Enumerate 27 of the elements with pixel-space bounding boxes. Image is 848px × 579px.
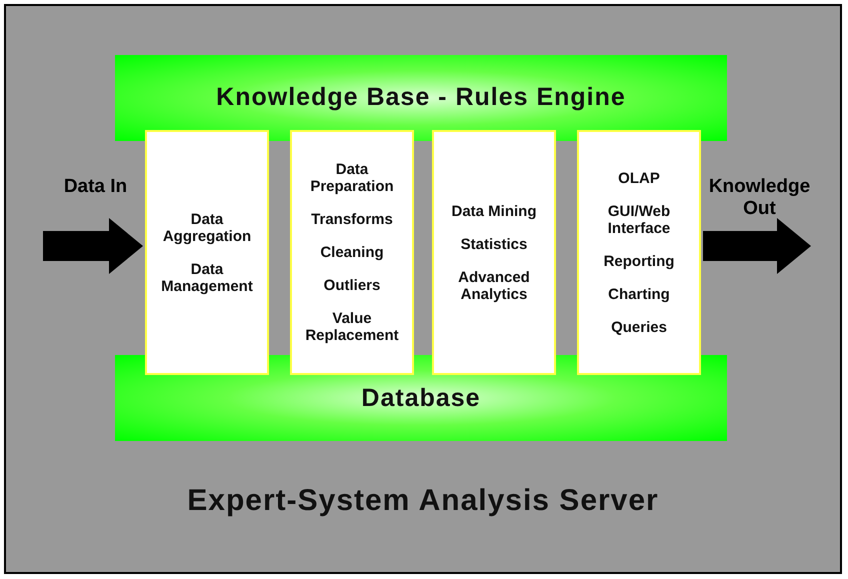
column-text: Data Aggregation [162, 210, 252, 244]
column-box [577, 130, 701, 375]
band-title: Database [361, 384, 481, 413]
column-text: Outliers [324, 277, 380, 294]
column-text: Reporting [604, 252, 674, 270]
column-box [290, 130, 414, 375]
header-band [115, 55, 727, 141]
column-text: Charting [608, 286, 670, 302]
column-text: Cleaning [320, 244, 384, 261]
column-text: Queries [611, 318, 667, 336]
diagram-title: Expert-System Analysis Server [186, 484, 660, 518]
column-text: Value Replacement [304, 310, 400, 344]
column-text: Advanced Analytics [457, 268, 531, 302]
column-box [145, 130, 269, 375]
column-text: OLAP [618, 170, 660, 186]
column-text: Data Mining [452, 202, 536, 220]
column-text: Data Management [160, 260, 254, 294]
edge-label: Data In [62, 176, 128, 198]
edge-label: Knowledge Out [708, 176, 811, 220]
block-arrow [43, 218, 143, 274]
column-text: Transforms [311, 211, 393, 228]
column-box [432, 130, 556, 375]
column-text: Data Preparation [309, 161, 395, 195]
band-title: Knowledge Base - Rules Engine [216, 83, 626, 112]
block-arrow [703, 218, 811, 274]
column-text: GUI/Web Interface [606, 202, 672, 236]
column-text: Statistics [460, 236, 528, 252]
